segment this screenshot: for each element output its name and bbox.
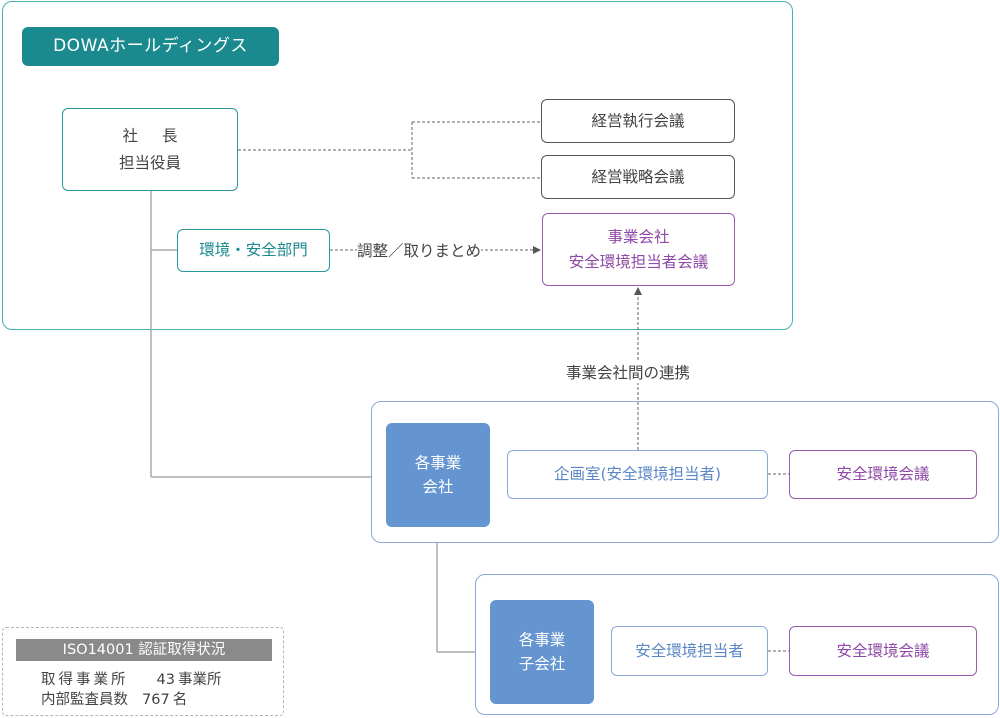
planning-office-box: 企画室(安全環境担当者) <box>507 450 768 499</box>
iso-sites-value: 43 <box>156 672 175 688</box>
president-label: 社長 <box>122 127 202 146</box>
bu-safety-env-meeting-box: 安全環境会議 <box>789 450 977 499</box>
officer-label: 担当役員 <box>118 153 181 172</box>
business-unit-box: 各事業 会社 <box>386 423 490 527</box>
biz-meeting-line2: 安全環境担当者会議 <box>568 252 709 271</box>
business-unit-line2: 会社 <box>422 478 454 496</box>
iso-auditors-value: 767 <box>142 692 170 708</box>
president-box: 社長 担当役員 <box>62 108 238 191</box>
biz-safety-env-meeting-box: 事業会社 安全環境担当者会議 <box>542 213 735 286</box>
iso-auditors-unit: 名 <box>172 692 188 708</box>
subsidiary-line1: 各事業 <box>518 630 566 649</box>
exec-meeting-box: 経営執行会議 <box>541 99 735 143</box>
coordination-label: 調整／取りまとめ <box>357 239 482 261</box>
iso-status-title: ISO14001 認証取得状況 <box>16 639 272 661</box>
subsidiary-line2: 子会社 <box>518 655 566 673</box>
sub-safety-env-officer-box: 安全環境担当者 <box>611 626 768 676</box>
iso-auditors-label: 内部監査員数 <box>41 692 128 708</box>
sub-safety-env-meeting-box: 安全環境会議 <box>789 626 977 676</box>
strategy-meeting-box: 経営戦略会議 <box>541 155 735 199</box>
iso-sites-label: 取得事業所 <box>41 672 129 688</box>
biz-meeting-line1: 事業会社 <box>607 228 670 247</box>
env-safety-dept-box: 環境・安全部門 <box>177 229 330 272</box>
subsidiary-box: 各事業 子会社 <box>490 600 594 704</box>
iso-sites-unit: 事業所 <box>177 672 222 688</box>
inter-company-label: 事業会社間の連携 <box>566 361 691 383</box>
business-unit-line1: 各事業 <box>414 453 462 472</box>
holdings-title-badge: DOWAホールディングス <box>22 27 279 66</box>
